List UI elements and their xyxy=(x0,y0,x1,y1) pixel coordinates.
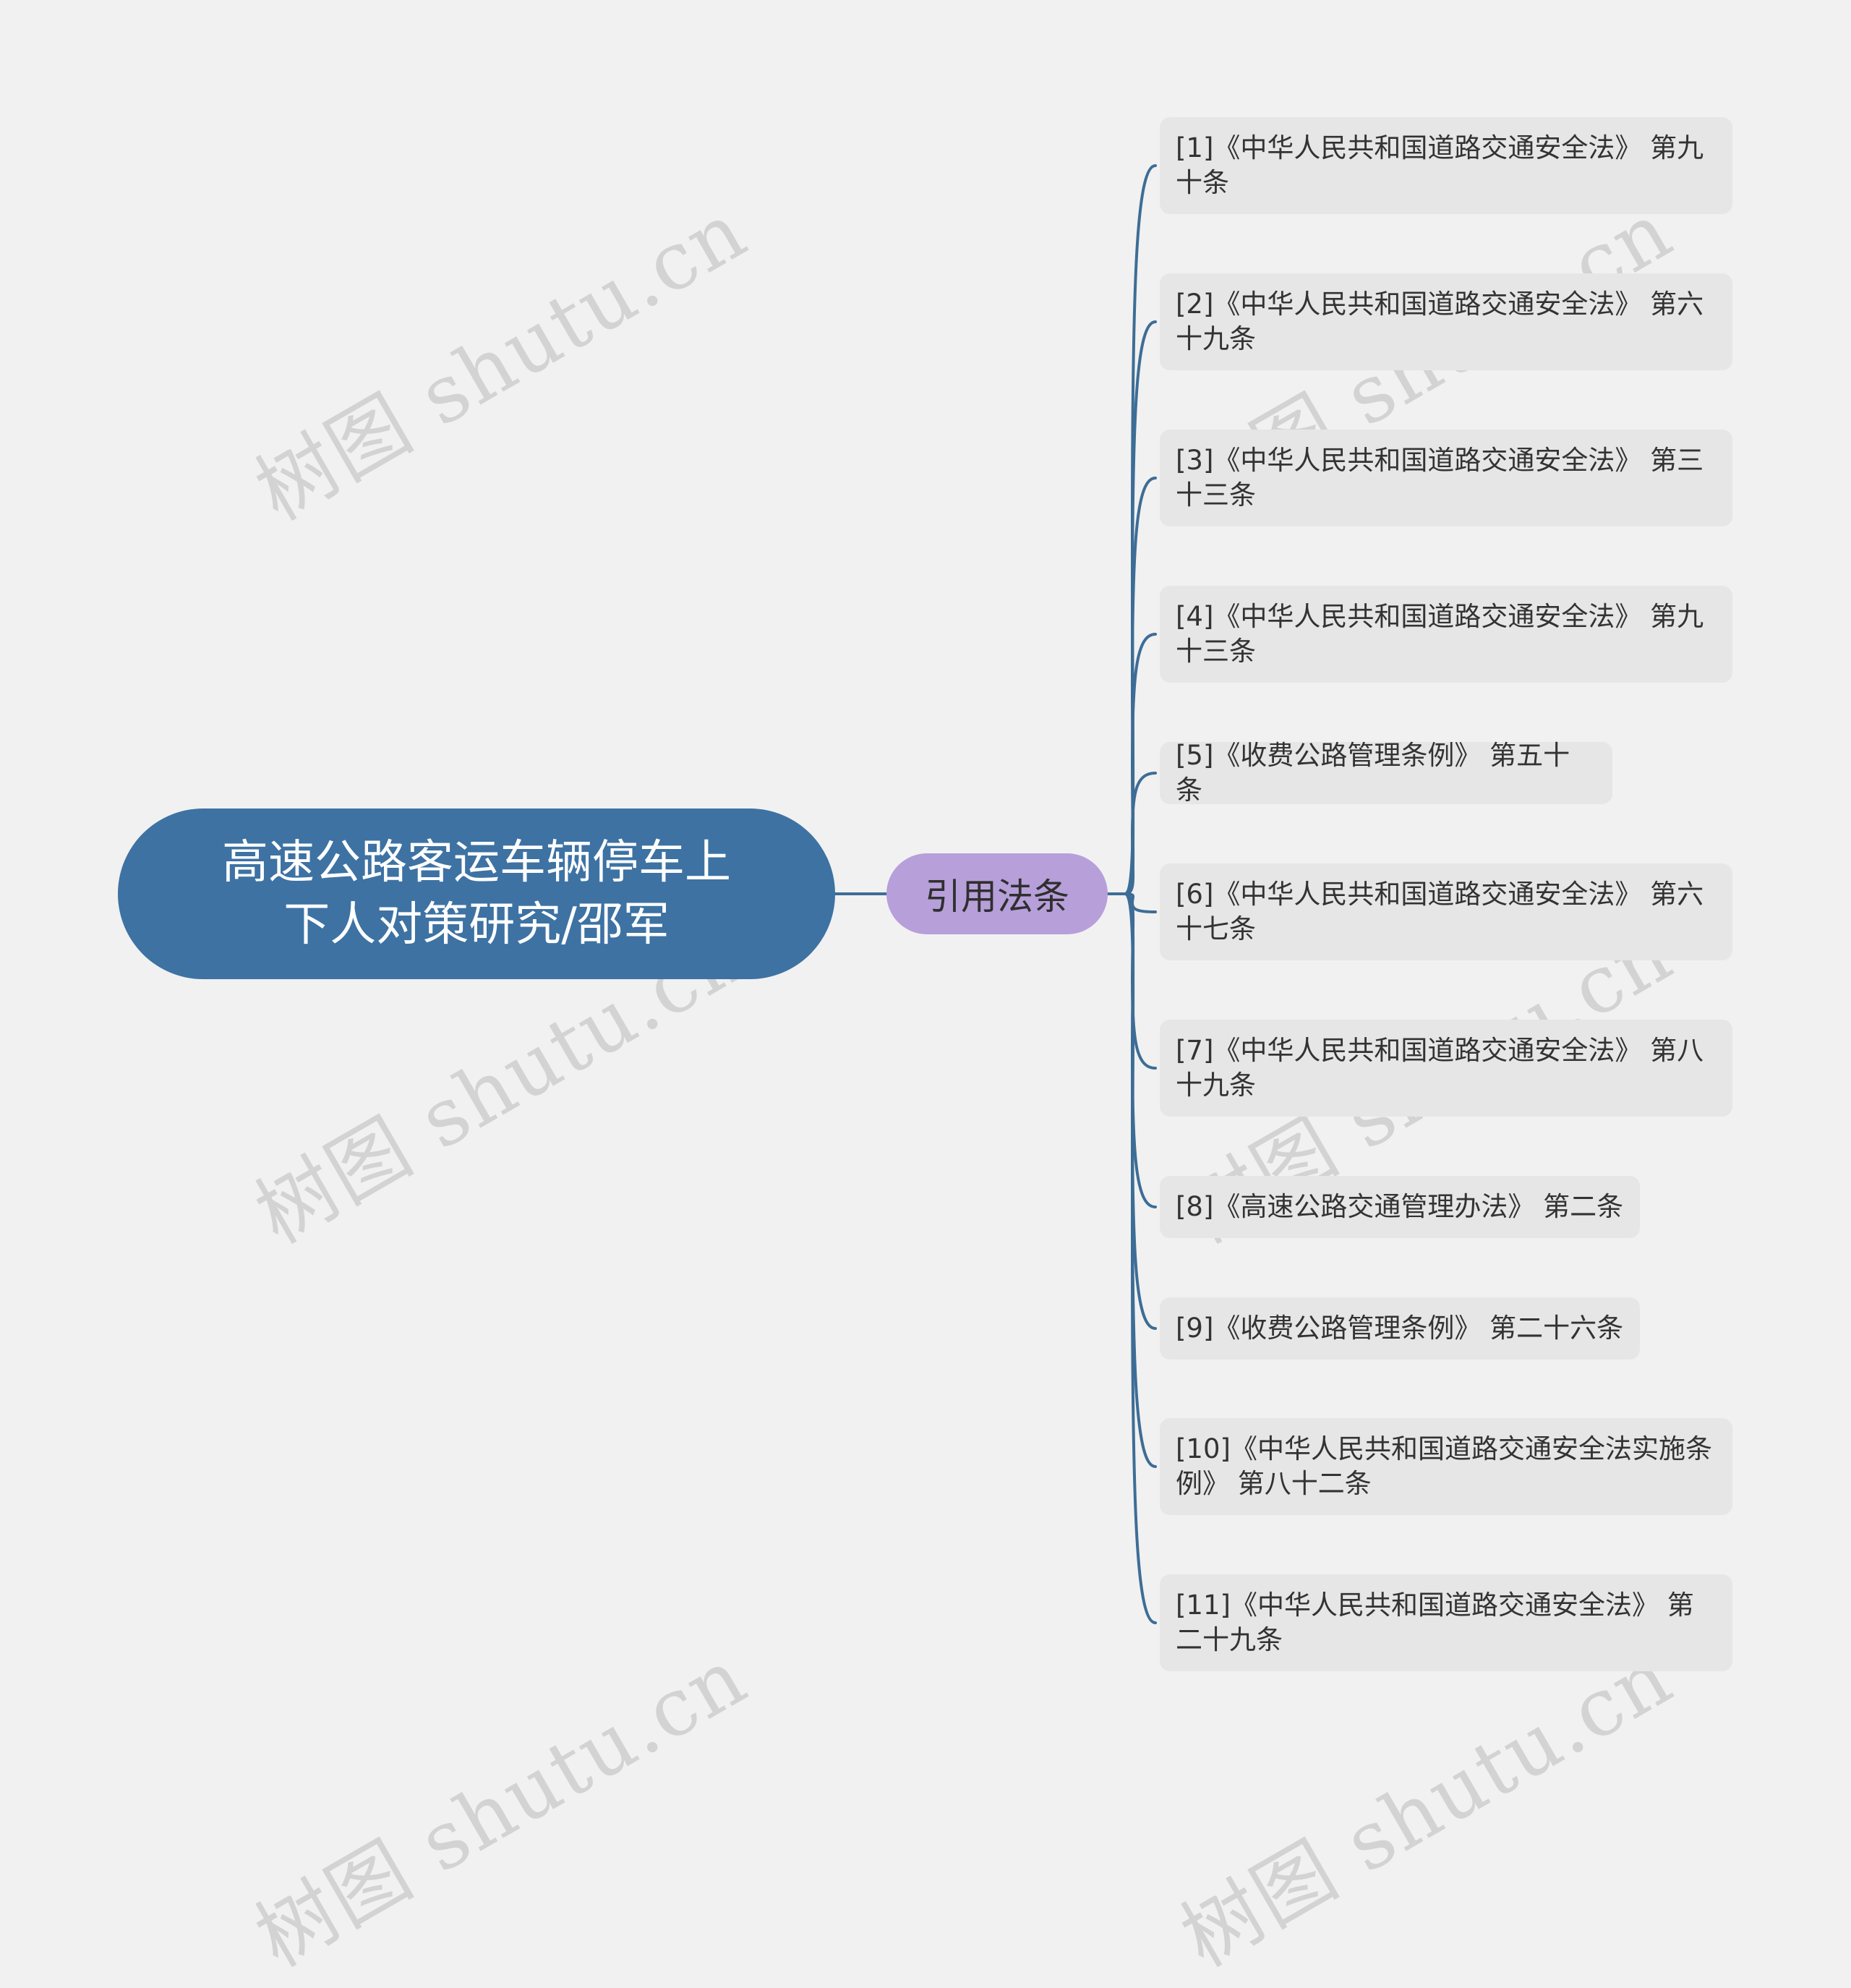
leaf-text: [9]《收费公路管理条例》 第二十六条 xyxy=(1176,1313,1624,1344)
connector-leaf-3 xyxy=(1124,477,1157,895)
connector-leaf-2 xyxy=(1124,320,1157,895)
leaf-node-4[interactable]: [4]《中华人民共和国道路交通安全法》 第九十三条 xyxy=(1160,586,1732,683)
connector-leaf-10 xyxy=(1124,892,1157,1468)
leaf-node-2[interactable]: [2]《中华人民共和国道路交通安全法》 第六十九条 xyxy=(1160,273,1732,370)
leaf-node-7[interactable]: [7]《中华人民共和国道路交通安全法》 第八十九条 xyxy=(1160,1020,1732,1117)
connector-lines xyxy=(834,164,1157,1624)
leaf-text: [5]《收费公路管理条例》 第五十条 xyxy=(1176,740,1570,806)
connector-leaf-4 xyxy=(1124,633,1157,895)
connector-leaf-11 xyxy=(1124,892,1157,1624)
leaf-text: [8]《高速公路交通管理办法》 第二条 xyxy=(1176,1191,1624,1222)
leaf-node-6[interactable]: [6]《中华人民共和国道路交通安全法》 第六十七条 xyxy=(1160,863,1732,960)
leaf-node-5[interactable]: [5]《收费公路管理条例》 第五十条 xyxy=(1160,740,1612,806)
connector-leaf-1 xyxy=(1124,164,1157,895)
leaf-node-11[interactable]: [11]《中华人民共和国道路交通安全法》 第二十九条 xyxy=(1160,1574,1732,1671)
connector-leaf-9 xyxy=(1124,892,1157,1330)
connector-leaf-8 xyxy=(1124,892,1157,1208)
branch-label: 引用法条 xyxy=(925,876,1069,918)
leaf-text: [11]《中华人民共和国道路交通安全法》 第二十九条 xyxy=(1176,1590,1694,1655)
leaf-text: [10]《中华人民共和国道路交通安全法实施条例》 第八十二条 xyxy=(1176,1433,1712,1499)
root-topic-title: 高速公路客运车辆停车上下人对策研究/邵军 xyxy=(222,836,731,952)
leaf-node-9[interactable]: [9]《收费公路管理条例》 第二十六条 xyxy=(1160,1297,1640,1360)
connector-leaf-7 xyxy=(1124,892,1157,1070)
leaf-text: [2]《中华人民共和国道路交通安全法》 第六十九条 xyxy=(1176,289,1704,354)
leaf-text: [4]《中华人民共和国道路交通安全法》 第九十三条 xyxy=(1176,601,1704,667)
leaf-text: [6]《中华人民共和国道路交通安全法》 第六十七条 xyxy=(1176,879,1704,944)
leaf-text: [7]《中华人民共和国道路交通安全法》 第八十九条 xyxy=(1176,1035,1704,1101)
leaf-node-10[interactable]: [10]《中华人民共和国道路交通安全法实施条例》 第八十二条 xyxy=(1160,1418,1732,1515)
leaf-node-8[interactable]: [8]《高速公路交通管理办法》 第二条 xyxy=(1160,1176,1640,1238)
leaf-text: [1]《中华人民共和国道路交通安全法》 第九十条 xyxy=(1176,132,1704,198)
leaf-text: [3]《中华人民共和国道路交通安全法》 第三十三条 xyxy=(1176,445,1704,511)
root-topic-node[interactable]: 高速公路客运车辆停车上下人对策研究/邵军 xyxy=(118,809,835,979)
leaf-node-1[interactable]: [1]《中华人民共和国道路交通安全法》 第九十条 xyxy=(1160,117,1732,214)
leaf-node-3[interactable]: [3]《中华人民共和国道路交通安全法》 第三十三条 xyxy=(1160,430,1732,526)
branch-node-cited-laws[interactable]: 引用法条 xyxy=(886,853,1108,934)
connector-leaf-5 xyxy=(1124,772,1157,895)
